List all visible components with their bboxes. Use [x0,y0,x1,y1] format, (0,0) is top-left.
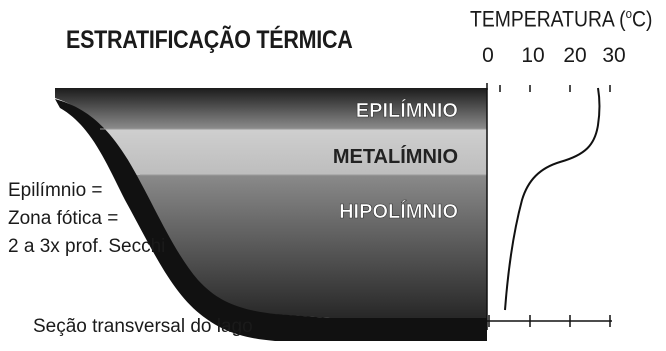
side-note-line2: Zona fótica = [8,208,119,229]
temperature-axis-label: TEMPERATURA ( [470,6,626,32]
temperature-profile-curve [504,87,601,311]
side-note-line3: 2 a 3x prof. Secchi [8,236,166,257]
epilimnion-layer [55,88,487,129]
temperature-unit-degree: o [625,6,632,21]
hypolimnion-label: HIPOLÍMNIO [339,200,458,223]
tick-label-10: 10 [521,44,545,67]
epilimnion-label: EPILÍMNIO [356,99,458,122]
cross-section-label: Seção transversal do lago [33,316,253,337]
temperature-axis-title: TEMPERATURA (oC) [470,6,652,32]
metalimnion-label: METALÍMNIO [333,145,458,168]
temperature-unit: C) [631,6,653,32]
tick-label-0: 0 [482,44,494,67]
tick-label-30: 30 [602,44,626,67]
temperature-axis-top [486,83,611,92]
temperature-axis-bottom [487,315,612,327]
diagram-title: ESTRATIFICAÇÃO TÉRMICA [66,26,353,54]
side-note-line1: Epilímnio = [8,180,103,201]
lake-bottom [55,99,487,341]
tick-label-20: 20 [563,44,587,67]
